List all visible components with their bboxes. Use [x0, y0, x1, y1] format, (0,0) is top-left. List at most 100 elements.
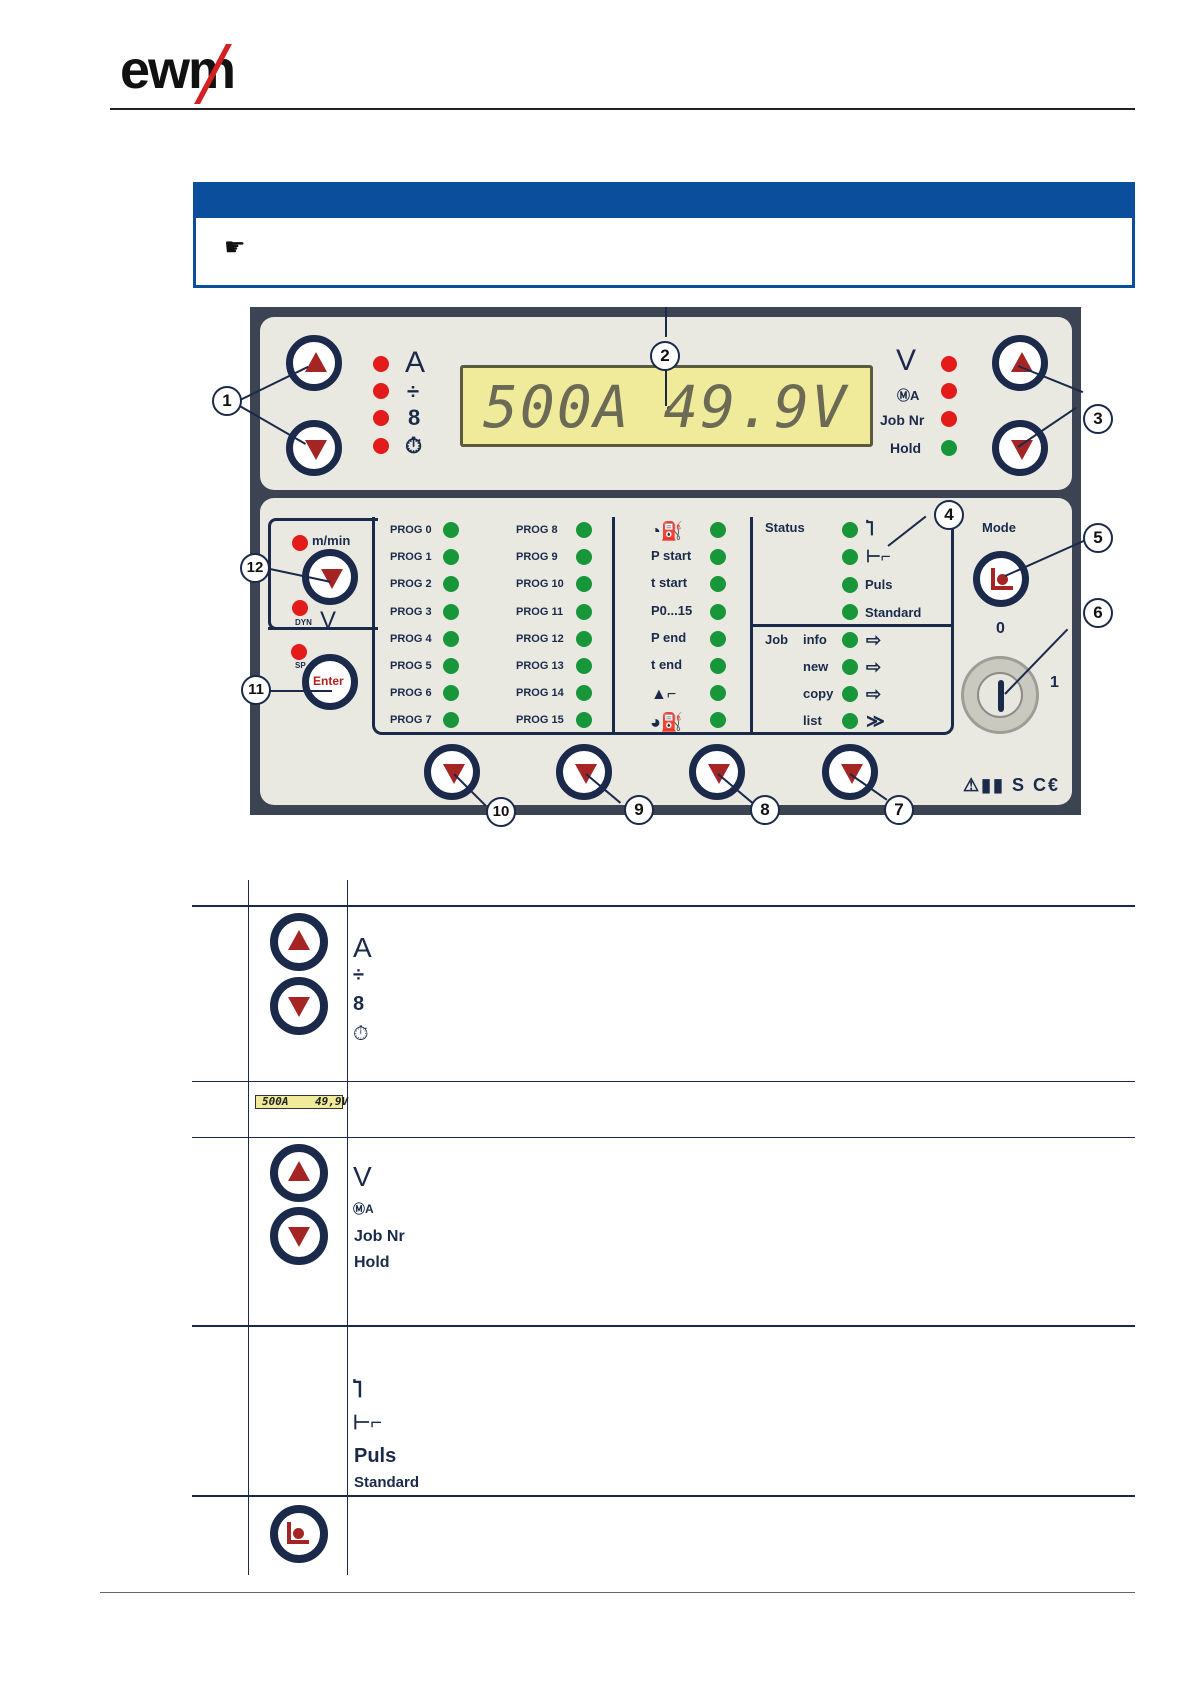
status-puls-label: Puls — [865, 577, 893, 592]
callout-6: 6 — [1083, 598, 1113, 628]
program-label: PROG 15 — [516, 714, 564, 727]
four-cycle-icon: ⊢⌐ — [866, 547, 891, 566]
program-label: PROG 11 — [516, 605, 564, 618]
program-led — [576, 658, 592, 674]
callout-11-leader — [270, 690, 332, 692]
program-label: PROG 4 — [390, 632, 432, 645]
phase-label: P start — [651, 548, 692, 564]
sp-label: SP — [295, 661, 306, 670]
arrow-down-icon — [288, 997, 310, 1017]
led-voltage — [941, 356, 957, 372]
phase-label: t start — [651, 575, 688, 591]
enter-button[interactable]: Enter — [302, 654, 358, 710]
mode-dot — [293, 1528, 304, 1539]
param-job-nr-label: Job Nr — [880, 412, 925, 428]
table-hold-label: Hold — [354, 1254, 390, 1271]
table-row1-down-icon — [270, 977, 328, 1035]
table-symbol-voltage: V — [353, 1161, 372, 1192]
job-led — [842, 713, 858, 729]
program-led — [576, 576, 592, 593]
callout-9: 9 — [624, 795, 654, 825]
m-min-label: m/min — [312, 533, 351, 548]
program-led — [443, 576, 459, 593]
arrow-up-icon — [1011, 352, 1033, 372]
callout-2-leader — [665, 368, 667, 406]
callout-1: 1 — [212, 386, 242, 416]
table-row1-up-icon — [270, 913, 328, 971]
phase-led — [710, 603, 726, 620]
program-select-button-9[interactable] — [556, 744, 612, 800]
table-standard-label: Standard — [354, 1474, 420, 1491]
status-standard-label: Standard — [865, 605, 922, 620]
led-status-4t — [842, 549, 858, 565]
program-label: PROG 5 — [390, 660, 432, 672]
right-param-down-button[interactable] — [992, 420, 1048, 476]
program-label: PROG 7 — [390, 714, 432, 727]
frame-join-line — [268, 627, 372, 630]
arrow-down-icon — [288, 1227, 310, 1247]
led-current — [373, 356, 389, 372]
program-led — [443, 630, 459, 647]
phase-led — [710, 630, 726, 647]
led-status-puls — [842, 577, 858, 593]
program-label: PROG 3 — [390, 605, 432, 618]
callout-11: 11 — [241, 675, 271, 705]
param-symbol-motor-current: ⓂA — [897, 388, 920, 403]
mode-button[interactable] — [973, 551, 1029, 607]
program-led — [576, 603, 592, 620]
table-row-rule-4 — [192, 1495, 1135, 1497]
program-label: PROG 14 — [516, 687, 564, 700]
job-label: Job — [765, 632, 789, 647]
arrow-down-icon — [305, 440, 327, 460]
lcd-center-dot — [667, 406, 672, 411]
footer-rule — [100, 1592, 1135, 1593]
arrow-down-icon — [321, 569, 343, 589]
led-sp — [291, 644, 307, 660]
table-row-rule-3 — [192, 1325, 1135, 1327]
key-slot — [998, 680, 1004, 712]
led-m-min — [292, 535, 308, 551]
mode-dot — [997, 574, 1008, 585]
param-symbol-voltage: V — [896, 344, 917, 377]
program-led — [576, 685, 592, 702]
gas-preflow-icon: ◔⛽ — [650, 521, 684, 541]
key-on-label: 1 — [1050, 674, 1059, 691]
left-param-down-button[interactable] — [286, 420, 342, 476]
led-status-2t — [842, 522, 858, 538]
arrow-up-icon — [305, 352, 327, 372]
program-led — [443, 603, 459, 620]
arrow-up-icon — [288, 930, 310, 950]
phase-select-button-8[interactable] — [689, 744, 745, 800]
callout-4: 4 — [934, 500, 964, 530]
job-arrow-icon: ≫ — [866, 711, 885, 731]
job-led — [842, 686, 858, 702]
program-led — [576, 712, 592, 729]
key-inner — [977, 672, 1023, 718]
program-led — [576, 522, 592, 538]
callout-7: 7 — [884, 795, 914, 825]
program-led — [576, 630, 592, 647]
note-box: ☛ — [193, 182, 1135, 288]
table-job-nr-label: Job Nr — [354, 1228, 405, 1245]
led-status-standard — [842, 604, 858, 620]
program-label: PROG 10 — [516, 578, 564, 591]
table-puls-label: Puls — [354, 1445, 397, 1467]
arrow-up-icon — [288, 1161, 310, 1181]
job-select-button-7[interactable] — [822, 744, 878, 800]
right-param-up-button[interactable] — [992, 335, 1048, 391]
torch-icon: ▲⌐ — [651, 686, 677, 703]
table-stopwatch-icon: ⏱ — [353, 1023, 369, 1045]
stopwatch-icon: ⏱ — [405, 433, 423, 458]
job-arrow-icon: ⇨ — [866, 684, 882, 704]
job-led — [842, 632, 858, 648]
note-header-bar — [196, 185, 1132, 218]
program-led — [443, 522, 459, 538]
table-header-rule — [192, 905, 1135, 907]
param-symbol-current: A — [405, 346, 426, 379]
left-param-up-button[interactable] — [286, 335, 342, 391]
lcd-voltage-value: 49.9V — [663, 373, 848, 441]
callout-3: 3 — [1083, 404, 1113, 434]
program-label: PROG 8 — [516, 524, 558, 536]
table-symbol-current: A — [353, 932, 372, 963]
callout-5: 5 — [1083, 523, 1113, 553]
